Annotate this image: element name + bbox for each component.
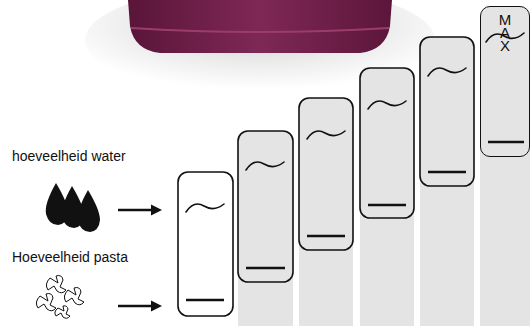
level-box [360,68,414,218]
level-box [238,131,293,282]
level-box-max: MAX [480,6,530,157]
level-box [420,37,474,186]
pasta-line [307,235,345,237]
side-label: Hoeveelheid pasta [12,249,128,266]
pasta-farfalle [55,306,70,318]
pasta-marks [186,172,466,300]
pasta-line [488,141,524,143]
water-drop [78,190,100,232]
water-tilde [428,68,466,76]
pasta-farfalle [46,276,66,293]
water-tilde [246,162,284,170]
pasta-line [368,204,406,206]
water-tilde [307,131,345,139]
level-box [299,98,353,250]
water-tilde [186,204,224,212]
pasta-farfalle [64,288,84,305]
pasta-icons [36,276,84,319]
box-label: MAX [498,13,511,52]
pot-bottom [128,0,392,53]
arrow-head [151,205,162,216]
water-tilde [486,33,524,42]
pot-ridge [131,28,389,32]
pasta-line [428,171,466,173]
pasta-line [186,299,224,301]
pasta-farfalle [36,294,56,311]
arrow-line [118,305,152,307]
level-box [178,172,233,316]
water-marks [186,68,466,212]
arrow-head [151,301,162,312]
water-tilde [368,101,406,109]
pasta-line [246,267,285,269]
side-label: hoeveelheid water [12,148,126,165]
water-drops [46,183,100,232]
level-boxes [178,37,474,316]
arrow-line [118,209,152,211]
